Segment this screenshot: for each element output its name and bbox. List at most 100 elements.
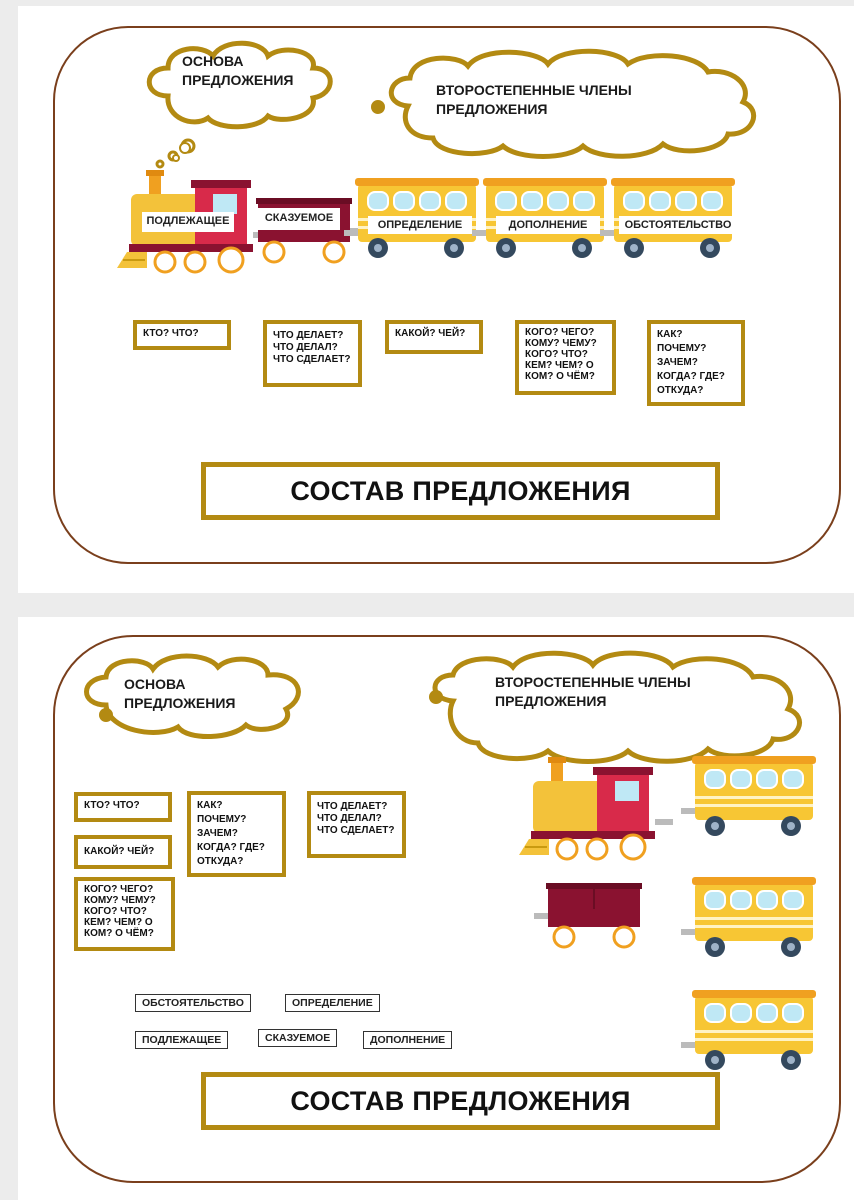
question-card-attribute: КАКОЙ? ЧЕЙ? xyxy=(74,835,172,869)
locomotive xyxy=(117,142,271,274)
question-line: КОМ? О ЧЁМ? xyxy=(84,928,154,939)
page-title: СОСТАВ ПРЕДЛОЖЕНИЯ xyxy=(201,1072,720,1130)
question-line: ЗАЧЕМ? xyxy=(657,357,698,368)
label-skazuemoe[interactable]: СКАЗУЕМОЕ xyxy=(258,1029,338,1047)
question-line: КОМ? О ЧЁМ? xyxy=(525,371,595,382)
wagon-window xyxy=(756,890,778,910)
label-dopolnenie[interactable]: ДОПОЛНЕНИЕ xyxy=(363,1031,453,1049)
cloud-left-text: ОСНОВА ПРЕДЛОЖЕНИЯ xyxy=(182,52,293,90)
wagon-stripe xyxy=(695,1038,813,1041)
yellow-wagon-3 xyxy=(681,990,816,1070)
worksheet-page-1: ОСНОВА ПРЕДЛОЖЕНИЯ ВТОРОСТЕПЕННЫЕ ЧЛЕНЫ … xyxy=(18,6,854,593)
wagon-window xyxy=(704,769,726,789)
wagon-wheel-hub xyxy=(787,943,795,951)
question-line: ЗАЧЕМ? xyxy=(197,828,238,839)
cloud-left-line-1: ОСНОВА xyxy=(182,53,244,69)
question-card-attribute: КАКОЙ? ЧЕЙ? xyxy=(385,320,483,354)
question-line: КТО? ЧТО? xyxy=(84,800,140,811)
wagon-coupler xyxy=(344,230,358,236)
wagon-window xyxy=(495,191,517,211)
wagon-roof xyxy=(692,756,816,764)
cloud-left-text: ОСНОВА ПРЕДЛОЖЕНИЯ xyxy=(124,675,235,713)
wagon-window xyxy=(547,191,569,211)
wagon-window xyxy=(782,769,804,789)
question-line: КОГДА? ГДЕ? xyxy=(657,371,725,382)
question-line: КОМУ? ЧЕМУ? xyxy=(525,338,597,349)
question-line: КОГО? ЧТО? xyxy=(525,349,588,360)
label-opredelenie: ОПРЕДЕЛЕНИЕ xyxy=(377,219,463,231)
rounded-frame xyxy=(53,635,841,1183)
thought-cloud-left xyxy=(146,40,333,130)
thought-cloud-right xyxy=(388,48,757,159)
question-line: ЧТО СДЕЛАЕТ? xyxy=(317,825,395,836)
wagon-window xyxy=(445,191,467,211)
wagon-window xyxy=(782,1003,804,1023)
question-line: КАКОЙ? ЧЕЙ? xyxy=(84,846,155,857)
cloud-right-line-2: ПРЕДЛОЖЕНИЯ xyxy=(495,693,607,709)
cloud-left-line-1: ОСНОВА xyxy=(124,676,186,692)
locomotive xyxy=(519,757,673,861)
question-line: ЧТО ДЕЛАЛ? xyxy=(273,342,338,353)
wagon-window xyxy=(419,191,441,211)
wagon-wheel-hub xyxy=(374,244,382,252)
question-card-predicate: ЧТО ДЕЛАЕТ? ЧТО ДЕЛАЛ? ЧТО СДЕЛАЕТ? xyxy=(263,320,362,387)
yellow-wagon-2 xyxy=(681,877,816,957)
wagon-stripe xyxy=(695,796,813,799)
label-obstoyatelstvo: ОБСТОЯТЕЛЬСТВО xyxy=(624,219,732,231)
red-wagon xyxy=(534,883,642,949)
wagon-window xyxy=(573,191,595,211)
wagon-wheel-hub xyxy=(450,244,458,252)
question-line: КОГДА? ГДЕ? xyxy=(197,842,265,853)
question-line: ОТКУДА? xyxy=(197,856,244,867)
label-podlezhashchee: ПОДЛЕЖАЩЕЕ xyxy=(146,215,230,227)
wagon-window xyxy=(649,191,671,211)
wagon-stripe xyxy=(695,917,813,920)
question-card-adverbial: КАК? ПОЧЕМУ? ЗАЧЕМ? КОГДА? ГДЕ? ОТКУДА? xyxy=(187,791,286,877)
question-card-object: КОГО? ЧЕГО? КОМУ? ЧЕМУ? КОГО? ЧТО? КЕМ? … xyxy=(74,877,175,951)
cloud-right-line-1: ВТОРОСТЕПЕННЫЕ ЧЛЕНЫ xyxy=(495,674,691,690)
wagon-coupler xyxy=(681,929,695,935)
worksheet-page-2: ОСНОВА ПРЕДЛОЖЕНИЯ ВТОРОСТЕПЕННЫЕ ЧЛЕНЫ … xyxy=(18,617,854,1200)
illustrations-page-2 xyxy=(84,650,816,1070)
page-title: СОСТАВ ПРЕДЛОЖЕНИЯ xyxy=(201,462,720,520)
wagon-window xyxy=(623,191,645,211)
question-line: КТО? ЧТО? xyxy=(143,328,199,339)
wagon-window xyxy=(367,191,389,211)
question-line: КОМУ? ЧЕМУ? xyxy=(84,895,156,906)
wagon-wheel-hub xyxy=(787,822,795,830)
label-obstoyatelstvo[interactable]: ОБСТОЯТЕЛЬСТВО xyxy=(135,994,251,1012)
cloud-left-line-2: ПРЕДЛОЖЕНИЯ xyxy=(182,72,294,88)
label-opredelenie[interactable]: ОПРЕДЕЛЕНИЕ xyxy=(285,994,380,1012)
question-line: ПОЧЕМУ? xyxy=(657,343,707,354)
question-line: КЕМ? ЧЕМ? О xyxy=(84,917,153,928)
wagon-window xyxy=(675,191,697,211)
wagon-roof xyxy=(355,178,479,186)
wagon-coupler xyxy=(600,230,614,236)
label-podlezhashchee[interactable]: ПОДЛЕЖАЩЕЕ xyxy=(135,1031,229,1049)
cloud-right-line-2: ПРЕДЛОЖЕНИЯ xyxy=(436,101,548,117)
wagon-window xyxy=(521,191,543,211)
wagon-stripe xyxy=(695,925,813,928)
cloud-right-text: ВТОРОСТЕПЕННЫЕ ЧЛЕНЫ ПРЕДЛОЖЕНИЯ xyxy=(436,81,632,119)
wagon-wheel-hub xyxy=(711,943,719,951)
question-line: КАКОЙ? ЧЕЙ? xyxy=(395,328,466,339)
question-card-predicate: ЧТО ДЕЛАЕТ? ЧТО ДЕЛАЛ? ЧТО СДЕЛАЕТ? xyxy=(307,791,406,858)
wagon-window xyxy=(756,1003,778,1023)
cloud-dot xyxy=(429,690,443,704)
wagon-coupler xyxy=(681,1042,695,1048)
wagon-window xyxy=(756,769,778,789)
wagon-stripe xyxy=(695,1030,813,1033)
wagon-stripe xyxy=(695,804,813,807)
cloud-dot xyxy=(371,100,385,114)
question-line: ЧТО СДЕЛАЕТ? xyxy=(273,354,351,365)
question-line: КОГО? ЧТО? xyxy=(84,906,147,917)
wagon-wheel-hub xyxy=(502,244,510,252)
question-line: ЧТО ДЕЛАЕТ? xyxy=(273,330,344,341)
wagon-window xyxy=(704,1003,726,1023)
question-line: КОГО? ЧЕГО? xyxy=(84,884,154,895)
wagon-window xyxy=(730,1003,752,1023)
thought-cloud-right xyxy=(432,650,802,764)
wagon-coupler xyxy=(681,808,695,814)
question-card-object: КОГО? ЧЕГО? КОМУ? ЧЕМУ? КОГО? ЧТО? КЕМ? … xyxy=(515,320,616,395)
wagon-wheel-hub xyxy=(578,244,586,252)
